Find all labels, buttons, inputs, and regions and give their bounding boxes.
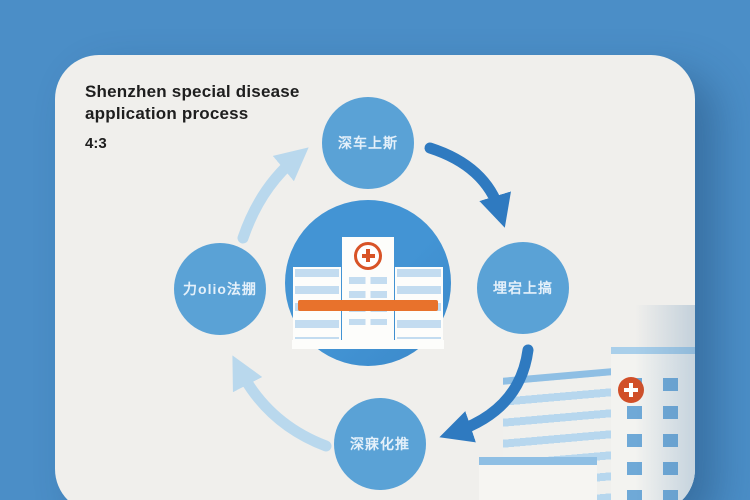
hospital-base (292, 339, 444, 349)
process-node-top: 深车上斯 (322, 97, 414, 189)
medical-cross-icon (618, 377, 644, 403)
building-window-column (663, 378, 678, 500)
building-window-column (627, 378, 642, 500)
process-node-bottom: 深寐化推 (334, 398, 426, 490)
page-title-line1: Shenzhen special disease (85, 82, 300, 101)
hospital-awning (298, 299, 438, 311)
aspect-ratio-label: 4:3 (85, 135, 107, 152)
process-node-label: 埋宕上搞 (493, 280, 553, 296)
medical-cross-icon (354, 241, 382, 270)
process-node-left: 力olio法掤 (174, 243, 266, 335)
hospital-tower (342, 236, 394, 341)
process-node-label: 深寐化推 (350, 436, 410, 452)
page-title: Shenzhen special disease application pro… (85, 81, 300, 126)
hospital-building-corner-illustration (55, 55, 695, 500)
process-node-label: 深车上斯 (338, 135, 398, 151)
building-right-tower (611, 347, 695, 500)
building-front-annex (479, 457, 597, 500)
page-title-line2: application process (85, 104, 249, 124)
hospital-building-icon (290, 236, 446, 349)
center-hospital-node (285, 200, 451, 366)
process-node-label: 力olio法掤 (183, 281, 257, 297)
card-edge-shade (635, 305, 695, 500)
process-node-right: 埋宕上搞 (477, 242, 569, 334)
